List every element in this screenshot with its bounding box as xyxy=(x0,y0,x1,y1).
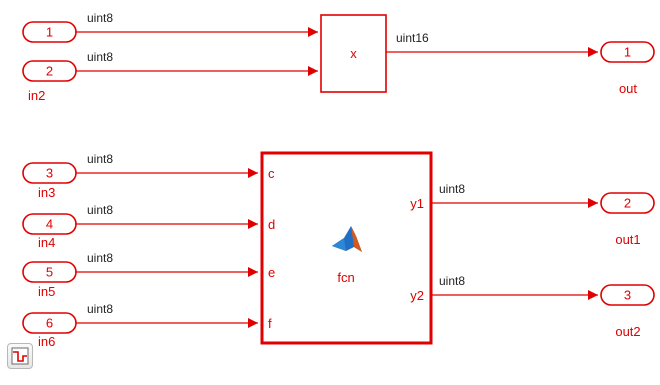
signal-label-in2: uint8 xyxy=(87,50,113,64)
inport-2-name: in2 xyxy=(28,88,45,103)
inport-6-name: in6 xyxy=(38,334,55,349)
signal-label-in3: uint8 xyxy=(87,152,113,166)
inport-6-number: 6 xyxy=(46,316,53,331)
signal-label-in6: uint8 xyxy=(87,302,113,316)
outport-1[interactable]: 1 xyxy=(600,41,655,63)
fcn-input-e: e xyxy=(268,265,275,280)
outport-1-name: out xyxy=(619,81,637,96)
outport-3[interactable]: 3 xyxy=(600,284,655,306)
inport-3-name: in3 xyxy=(38,185,55,200)
signal-label-in5: uint8 xyxy=(87,251,113,265)
signal-label-in4: uint8 xyxy=(87,203,113,217)
inport-2-number: 2 xyxy=(46,64,53,79)
inport-3-number: 3 xyxy=(46,166,53,181)
inport-3[interactable]: 3 xyxy=(22,162,77,184)
inport-5-name: in5 xyxy=(38,284,55,299)
fcn-output-y1: y1 xyxy=(410,196,424,211)
matlab-logo-icon xyxy=(332,226,362,252)
fcn-output-y2: y2 xyxy=(410,288,424,303)
inport-5[interactable]: 5 xyxy=(22,261,77,283)
fcn-input-c: c xyxy=(268,166,275,181)
fcn-input-d: d xyxy=(268,217,275,232)
inport-2[interactable]: 2 xyxy=(22,60,77,82)
fcn-input-f: f xyxy=(268,316,272,331)
inport-6[interactable]: 6 xyxy=(22,312,77,334)
inport-1-number: 1 xyxy=(46,25,53,40)
inport-4[interactable]: 4 xyxy=(22,213,77,235)
inport-4-name: in4 xyxy=(38,235,55,250)
outport-2-name: out1 xyxy=(615,232,640,247)
product-symbol: x xyxy=(350,46,357,61)
step-signal-button[interactable] xyxy=(7,343,33,369)
matlab-function-block[interactable]: c d e f y1 y2 fcn xyxy=(260,151,433,345)
outport-2[interactable]: 2 xyxy=(600,192,655,214)
signal-label-product-out: uint16 xyxy=(396,31,429,45)
inport-1[interactable]: 1 xyxy=(22,21,77,43)
inport-5-number: 5 xyxy=(46,265,53,280)
outport-3-name: out2 xyxy=(615,324,640,339)
outport-2-number: 2 xyxy=(624,196,631,211)
signal-label-y2: uint8 xyxy=(439,274,465,288)
fcn-name: fcn xyxy=(337,270,354,285)
outport-3-number: 3 xyxy=(624,288,631,303)
outport-1-number: 1 xyxy=(624,45,631,60)
product-block[interactable]: x xyxy=(320,14,387,93)
signal-label-y1: uint8 xyxy=(439,182,465,196)
inport-4-number: 4 xyxy=(46,217,53,232)
step-signal-icon xyxy=(11,347,29,365)
signal-label-in1: uint8 xyxy=(87,11,113,25)
